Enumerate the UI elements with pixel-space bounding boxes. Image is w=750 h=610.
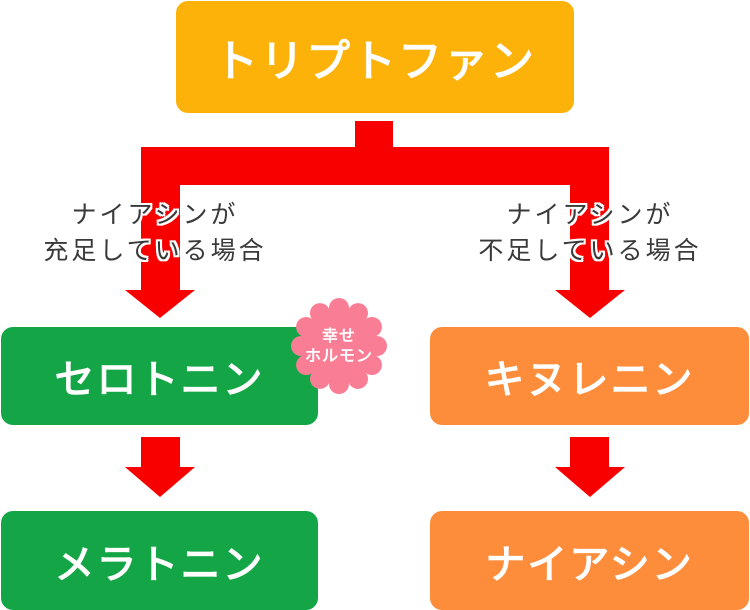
arrow-to-niacin [555, 437, 625, 497]
branch-connector [141, 121, 609, 185]
condition-right-line2: 不足している場合 [478, 236, 702, 265]
scalloped-badge-shape [291, 298, 387, 394]
badge-line1: 幸せ [321, 326, 356, 345]
node-niacin: ナイアシン [430, 511, 749, 610]
condition-left-line2: 充足している場合 [43, 236, 267, 265]
arrow-to-serotonin [125, 185, 195, 318]
arrow-to-melatonin [125, 437, 195, 497]
node-serotonin: セロトニン [1, 327, 318, 425]
happiness-hormone-badge: 幸せ ホルモン [289, 296, 389, 396]
condition-right-label: ナイアシンが 不足している場合 [455, 197, 725, 269]
condition-left-line1: ナイアシンが [71, 200, 239, 229]
condition-left-label: ナイアシンが 充足している場合 [20, 197, 290, 269]
badge-text: 幸せ ホルモン [289, 296, 389, 396]
node-melatonin: メラトニン [1, 511, 318, 610]
node-kynurenine: キヌレニン [430, 327, 749, 425]
condition-right-line1: ナイアシンが [506, 200, 674, 229]
node-tryptophan: トリプトファン [176, 1, 574, 113]
arrow-to-kynurenine [555, 185, 625, 318]
badge-line2: ホルモン [304, 346, 373, 365]
